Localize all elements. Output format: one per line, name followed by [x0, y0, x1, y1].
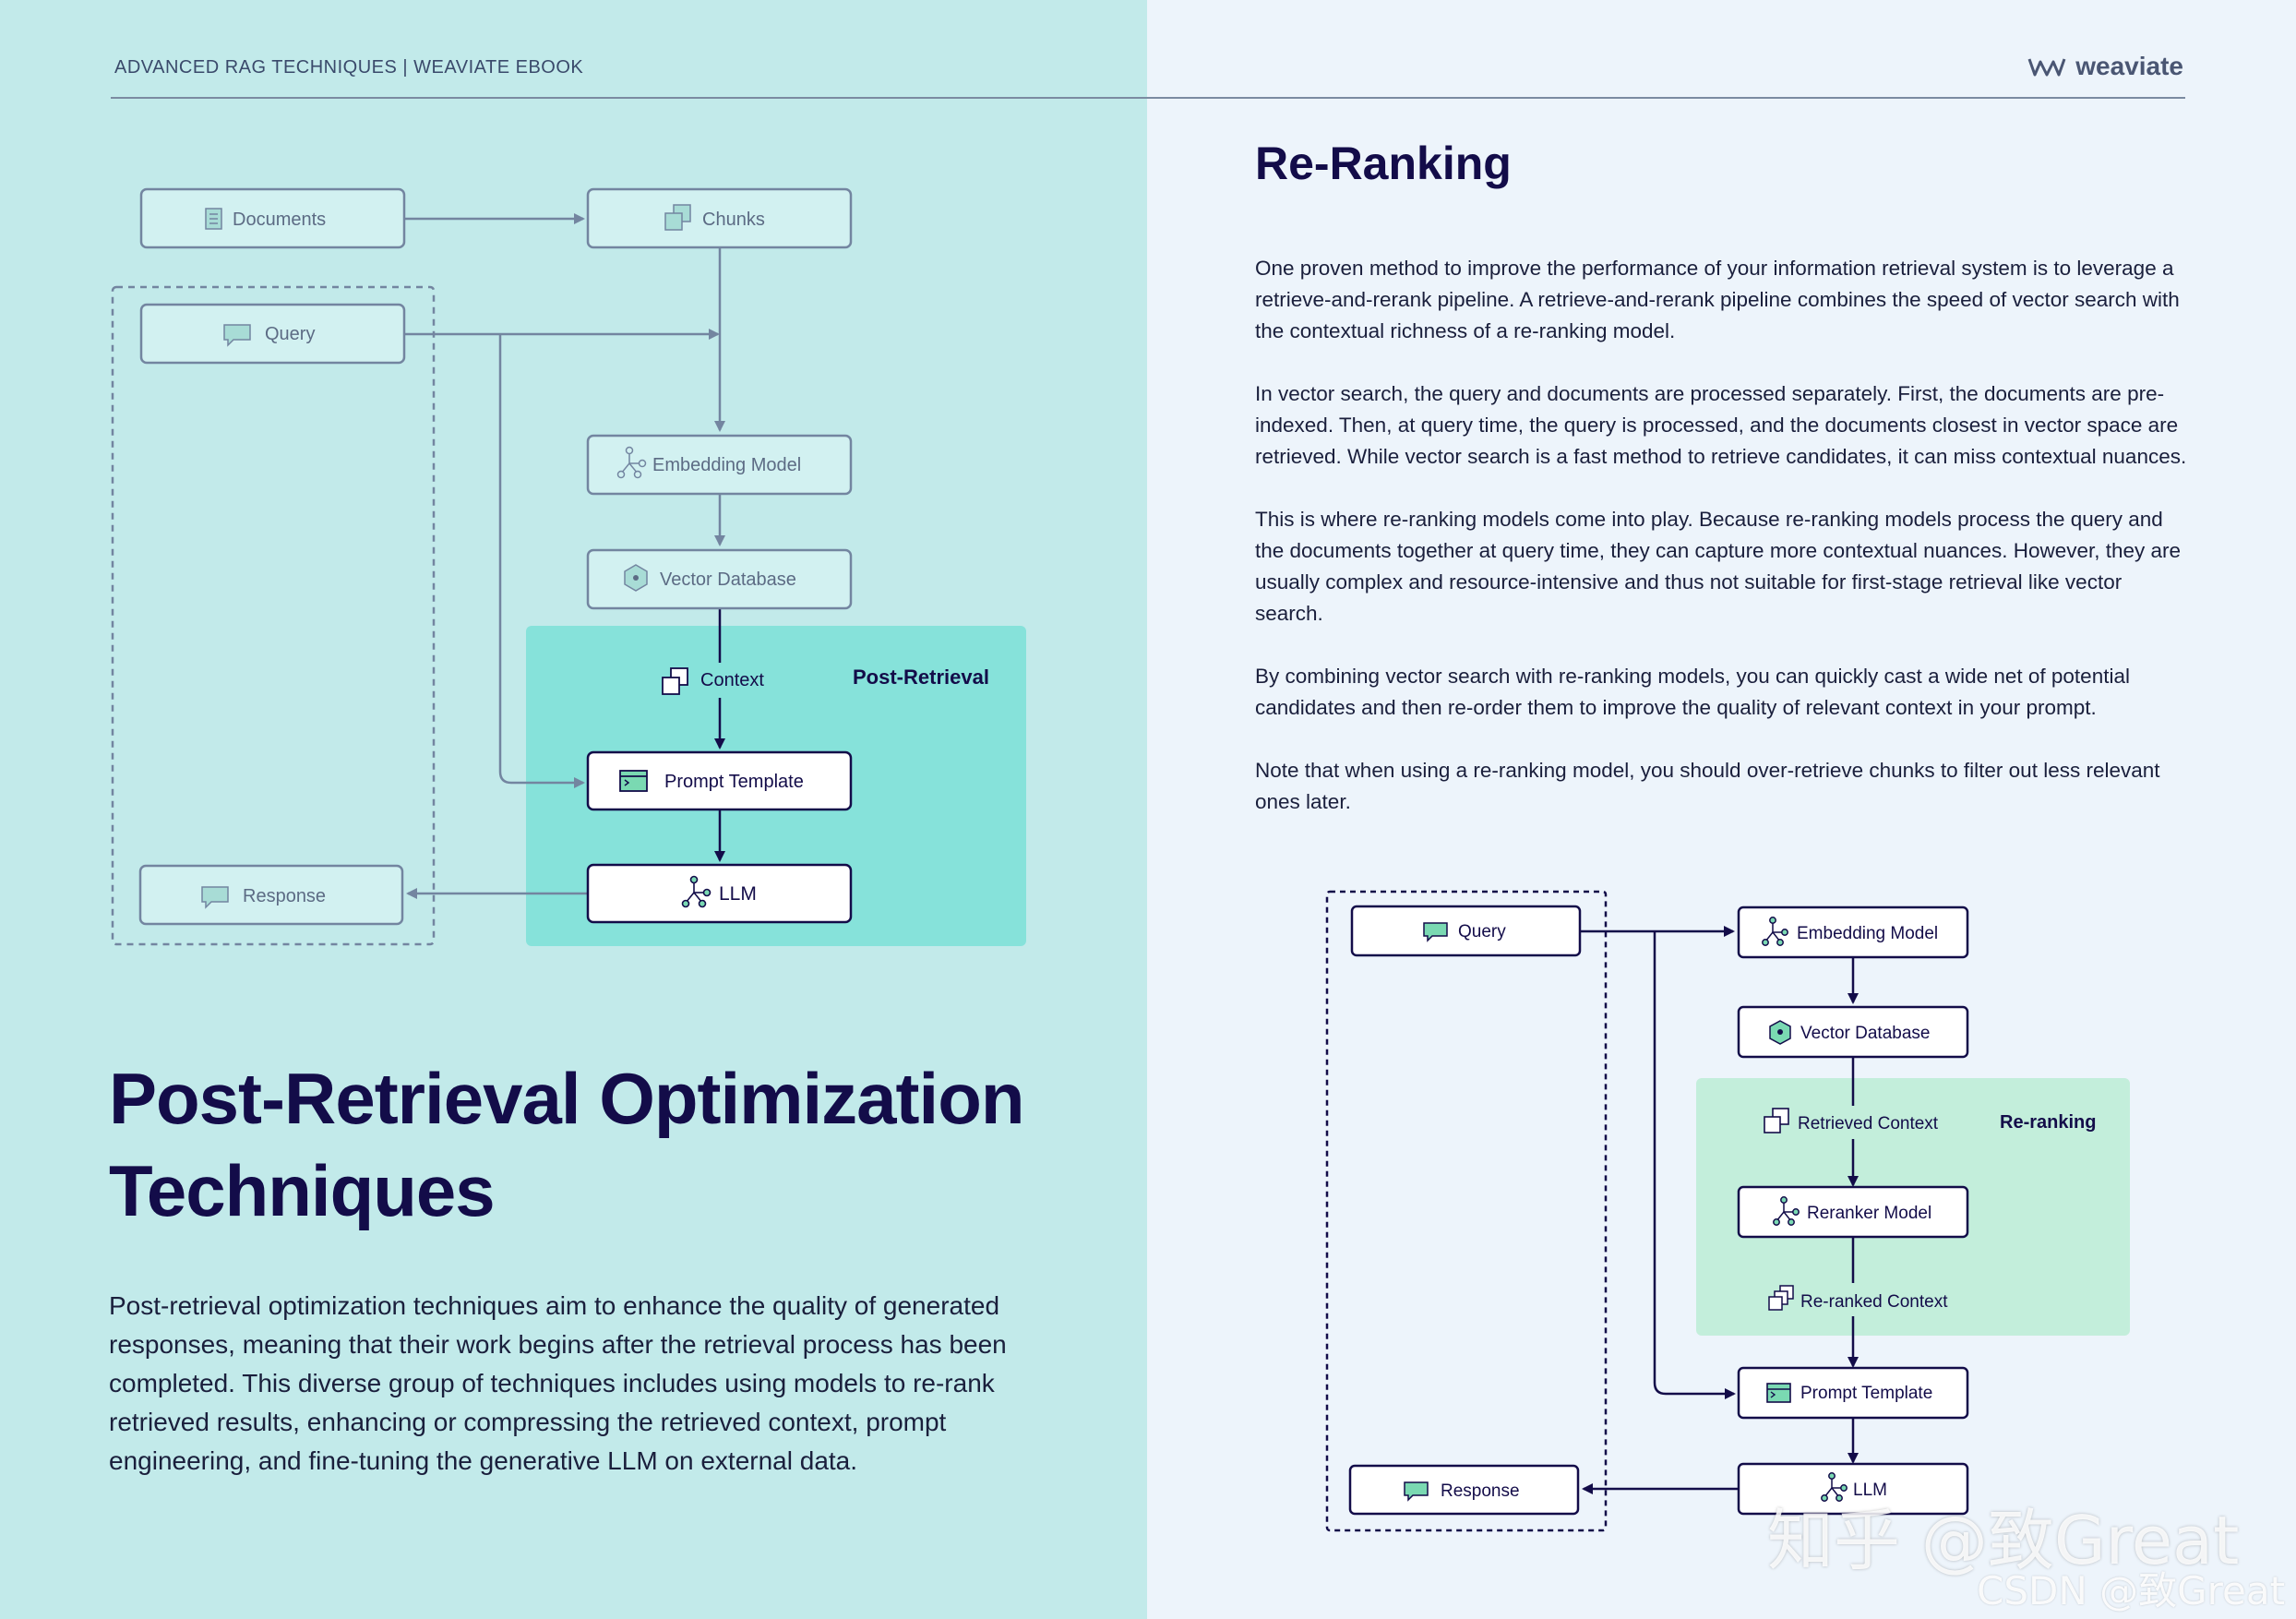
- documents-label: Documents: [233, 210, 326, 230]
- response-label: Response: [243, 886, 326, 906]
- response-label: Response: [1441, 1481, 1520, 1501]
- retrieved-context-label: Retrieved Context: [1798, 1114, 1939, 1133]
- model-network-icon: [1762, 917, 1788, 946]
- query-label: Query: [1458, 922, 1506, 941]
- post-retrieval-label: Post-Retrieval: [853, 666, 989, 689]
- header-divider: [111, 97, 2185, 99]
- csdn-watermark: CSDN @致Great: [1977, 1568, 2286, 1613]
- vector-database-node: Vector Database: [1737, 1005, 1969, 1059]
- reranked-context-node: Re-ranked Context: [1768, 1285, 1948, 1312]
- chat-bubble-icon: [201, 886, 229, 909]
- query-node: Query: [139, 303, 406, 365]
- embedding-model-node: Embedding Model: [1737, 905, 1969, 959]
- embedding-model-node: Embedding Model: [586, 434, 853, 496]
- model-network-icon: [616, 446, 647, 479]
- reranked-context-icon: [1768, 1285, 1794, 1311]
- context-icon: [1764, 1108, 1789, 1133]
- context-icon: [662, 667, 688, 695]
- terminal-icon: [619, 770, 648, 792]
- weaviate-logo-icon: [2027, 58, 2066, 77]
- brand-logo: weaviate: [2027, 52, 2183, 81]
- brand-name: weaviate: [2075, 52, 2183, 80]
- retrieved-context-node: Retrieved Context: [1764, 1108, 1939, 1133]
- reranking-title: Re-Ranking: [1255, 138, 1512, 189]
- ebook-header-label: ADVANCED RAG TECHNIQUES | WEAVIATE EBOOK: [114, 57, 584, 78]
- chunks-node: Chunks: [586, 187, 853, 249]
- reranking-paragraph: By combining vector search with re-ranki…: [1255, 665, 2130, 719]
- embedding-model-label: Embedding Model: [652, 455, 801, 475]
- document-icon: [205, 208, 222, 230]
- zhihu-watermark: 知乎 @致Great: [1767, 1502, 2240, 1579]
- response-node: Response: [138, 864, 404, 926]
- right-page: [1147, 0, 2296, 1619]
- llm-node: LLM: [586, 863, 853, 924]
- model-network-icon: [1821, 1472, 1848, 1502]
- reranked-context-label: Re-ranked Context: [1800, 1292, 1948, 1312]
- chat-bubble-icon: [1404, 1481, 1429, 1502]
- vector-database-node: Vector Database: [586, 548, 853, 610]
- reranking-body: One proven method to improve the perform…: [1255, 253, 2187, 849]
- section-body: Post-retrieval optimization techniques a…: [109, 1291, 1007, 1475]
- llm-label: LLM: [719, 883, 757, 905]
- context-node: Context: [662, 667, 764, 695]
- database-hexagon-icon: [624, 564, 648, 592]
- reranking-paragraph: This is where re-ranking models come int…: [1255, 508, 2182, 625]
- prompt-template-node: Prompt Template: [586, 750, 853, 811]
- reranking-region-label: Re-ranking: [2000, 1112, 2096, 1133]
- chunks-icon: [664, 204, 691, 231]
- response-node: Response: [1348, 1464, 1580, 1516]
- user-region: [111, 285, 436, 946]
- chat-bubble-icon: [1423, 922, 1448, 942]
- prompt-template-node: Prompt Template: [1737, 1366, 1969, 1420]
- left-pipeline-diagram: Post-Retrieval Documents Chunks Query: [111, 187, 1026, 946]
- model-network-icon: [681, 875, 712, 908]
- vector-database-label: Vector Database: [660, 570, 796, 590]
- section-title-line2: Techniques: [109, 1150, 496, 1231]
- query-label: Query: [265, 324, 315, 344]
- query-node: Query: [1350, 905, 1582, 957]
- documents-node: Documents: [139, 187, 406, 249]
- chunks-label: Chunks: [702, 210, 765, 230]
- database-hexagon-icon: [1769, 1020, 1791, 1045]
- chat-bubble-icon: [223, 324, 251, 347]
- section-title: Post-Retrieval Optimization Techniques: [109, 1052, 1087, 1237]
- reranking-paragraph: Note that when using a re-ranking model,…: [1255, 759, 2160, 813]
- reranker-model-label: Reranker Model: [1807, 1204, 1931, 1223]
- llm-node: LLM: [1737, 1462, 1969, 1516]
- prompt-template-label: Prompt Template: [1800, 1384, 1932, 1403]
- prompt-template-label: Prompt Template: [664, 772, 804, 792]
- reranking-paragraph: In vector search, the query and document…: [1255, 382, 2187, 468]
- section-title-line1: Post-Retrieval Optimization: [109, 1058, 1024, 1139]
- reranking-paragraph: One proven method to improve the perform…: [1255, 257, 2180, 342]
- context-label: Context: [700, 670, 764, 690]
- model-network-icon: [1773, 1196, 1800, 1226]
- user-region: [1325, 890, 1608, 1532]
- vector-database-label: Vector Database: [1800, 1024, 1930, 1043]
- llm-label: LLM: [1853, 1481, 1887, 1500]
- terminal-icon: [1766, 1383, 1791, 1403]
- embedding-model-label: Embedding Model: [1797, 924, 1938, 943]
- reranker-model-node: Reranker Model: [1737, 1185, 1969, 1239]
